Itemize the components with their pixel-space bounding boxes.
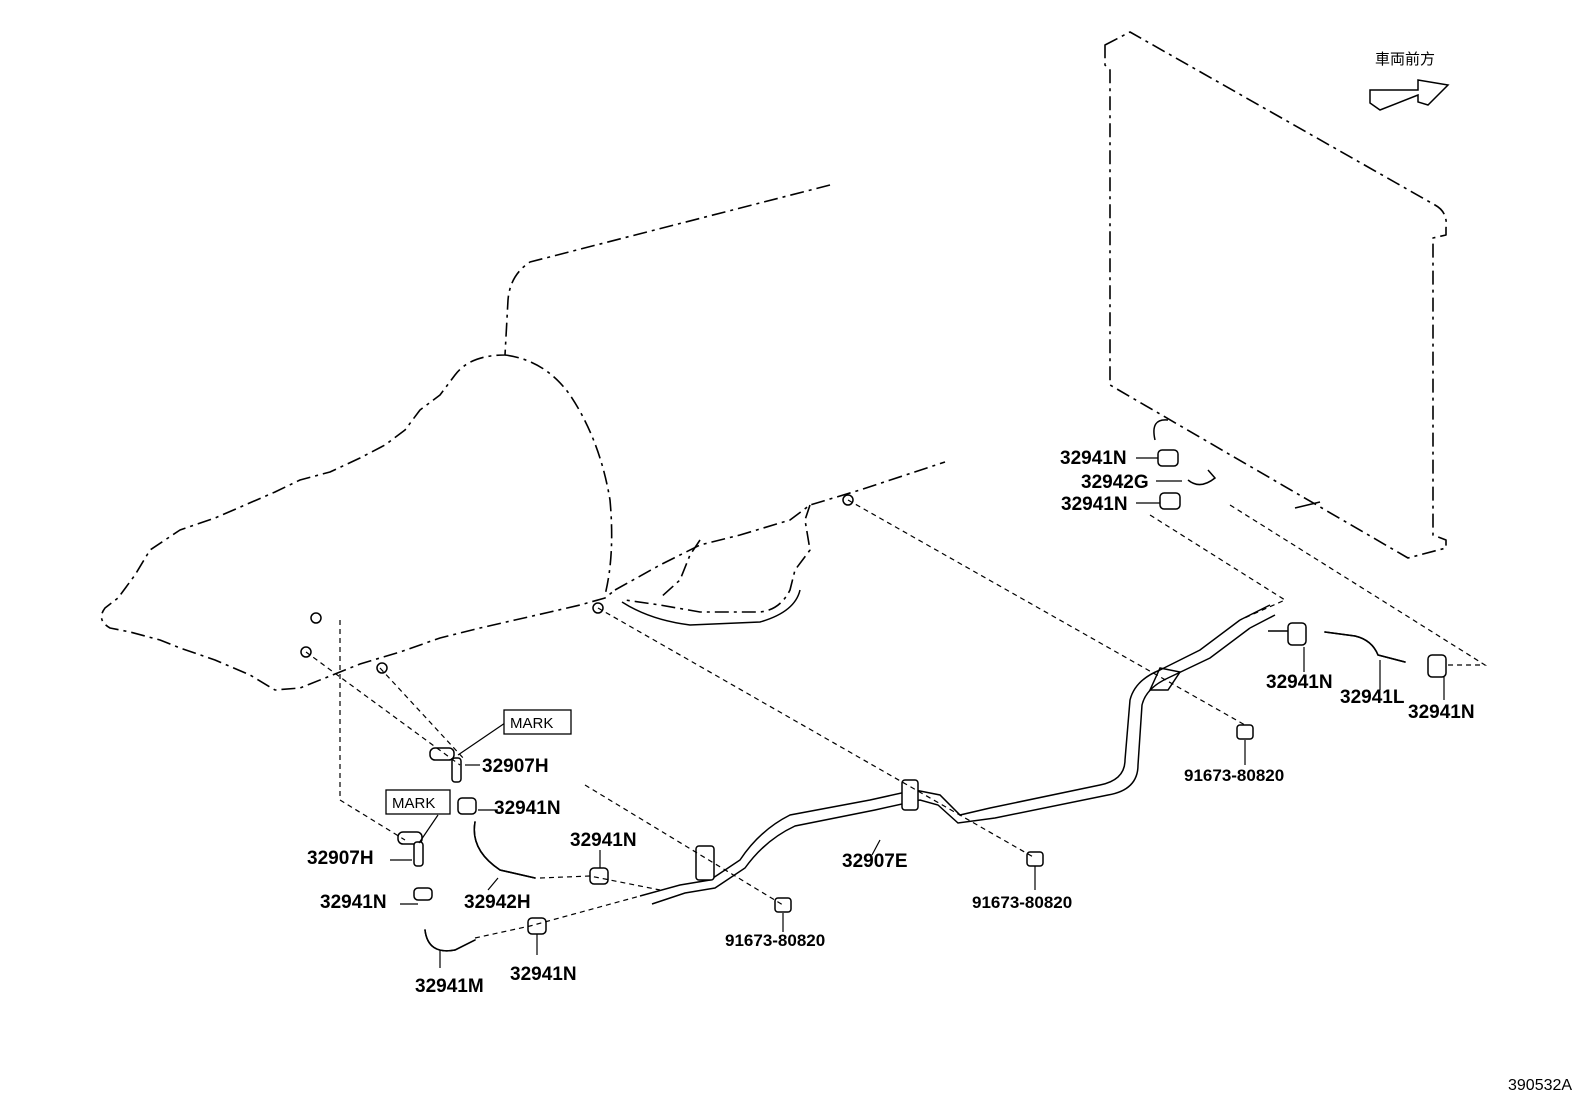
part-label-32941N: 32941N (1266, 672, 1333, 693)
part-label-32907H: 32907H (307, 848, 374, 869)
part-label-32941L: 32941L (1340, 687, 1405, 708)
bolt-icons (774, 724, 1254, 913)
figure-id: 390532A (1508, 1077, 1572, 1094)
part-label-32941N: 32941N (320, 892, 387, 913)
vehicle-front-arrow-icon (1369, 79, 1450, 111)
mark-box-upper: MARK (503, 709, 572, 735)
transmission-outline (100, 184, 946, 691)
part-label-91673-80820: 91673-80820 (725, 931, 825, 950)
part-label-32941N: 32941N (1408, 702, 1475, 723)
radiator-hoses (1153, 419, 1447, 678)
mark-box-lower: MARK (385, 789, 451, 815)
part-label-32941N: 32941N (510, 964, 577, 985)
part-label-32907E: 32907E (842, 851, 908, 872)
part-label-32942G: 32942G (1081, 472, 1149, 493)
part-label-32942H: 32942H (464, 892, 531, 913)
leader-lines (305, 457, 1488, 968)
part-label-32941M: 32941M (415, 976, 484, 997)
part-label-32941N: 32941N (570, 830, 637, 851)
part-label-32907H: 32907H (482, 756, 549, 777)
svg-text:MARK: MARK (510, 715, 553, 732)
radiator-outline (1104, 31, 1448, 559)
part-label-32941N: 32941N (1060, 448, 1127, 469)
part-label-32941N: 32941N (1061, 494, 1128, 515)
part-label-91673-80820: 91673-80820 (972, 893, 1072, 912)
part-label-91673-80820: 91673-80820 (1184, 766, 1284, 785)
svg-text:MARK: MARK (392, 795, 435, 812)
part-label-32941N: 32941N (494, 798, 561, 819)
oil-cooler-pipe (639, 604, 1276, 905)
direction-label: 車両前方 (1375, 50, 1435, 68)
